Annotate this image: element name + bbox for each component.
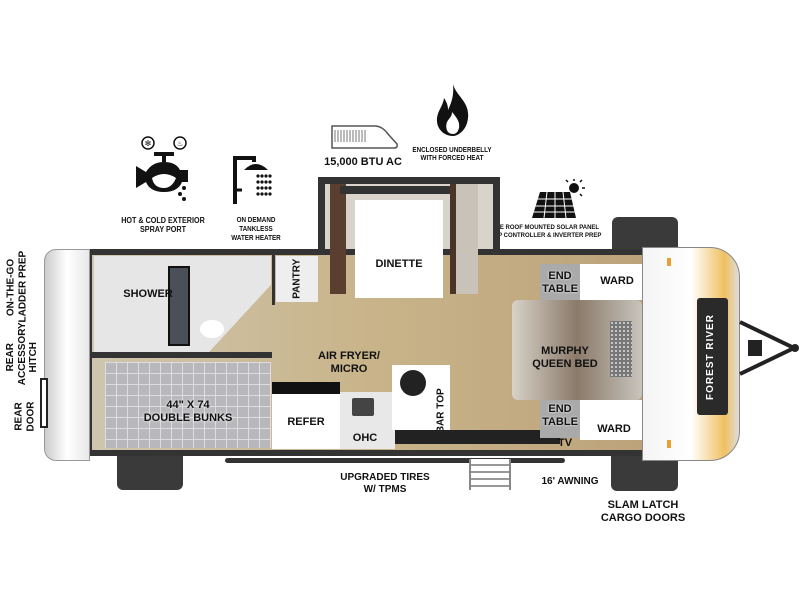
marker-light (667, 440, 671, 448)
front-cargo-door-top[interactable] (612, 217, 678, 252)
wardrobe-top[interactable] (580, 264, 642, 300)
ac-label: 15,000 BTU AC (324, 156, 402, 168)
vent (610, 321, 632, 377)
entry-steps[interactable] (469, 459, 511, 490)
refrigerator[interactable] (272, 394, 340, 449)
shower-glass (168, 266, 190, 346)
ohc-label: OHC (352, 432, 378, 444)
brand-logo: FOREST RIVER (705, 314, 716, 400)
air-fryer-label: AIR FRYER/MICRO (318, 350, 380, 375)
dinette-bench-right (450, 184, 478, 294)
dinette-table (355, 200, 443, 298)
awning-rail (225, 458, 565, 463)
ward-bottom-label: WARD (597, 423, 631, 435)
cabinet-row (395, 430, 560, 444)
rear-cap (44, 249, 90, 461)
spray-port-icon: ✻ ♨ (136, 136, 188, 201)
dinette-window (340, 186, 450, 194)
shower-label: SHOWER (123, 288, 173, 300)
brand-badge (697, 298, 728, 415)
tv-label: TV (557, 437, 573, 449)
dinette-label: DINETTE (375, 258, 423, 270)
bar-top-label: BAR TOP (435, 388, 447, 434)
wardrobe-bottom[interactable] (580, 400, 642, 440)
flame-icon (436, 84, 469, 136)
refer-top (272, 382, 340, 394)
ward-top-label: WARD (600, 275, 634, 287)
end-table-bottom (540, 400, 580, 438)
double-bunks (105, 362, 271, 448)
refer-label: REFER (287, 416, 325, 428)
pantry-label: PANTRY (291, 258, 303, 299)
svg-text:✻: ✻ (145, 139, 152, 148)
toilet (200, 320, 224, 338)
pantry[interactable] (276, 256, 318, 302)
rear-wheel (117, 455, 183, 490)
end-table-top (540, 264, 580, 300)
dinette-bench-left (330, 184, 346, 294)
rear-door-handle[interactable] (40, 378, 48, 428)
cooktop (352, 398, 374, 416)
shower-icon (233, 156, 272, 204)
tongue-hitch-icon (739, 320, 799, 376)
sink-icon (400, 370, 426, 396)
bunk-wall (92, 352, 272, 358)
solar-panel-icon (532, 179, 585, 219)
pantry-wall (272, 255, 275, 305)
marker-light (667, 258, 671, 266)
ac-unit-icon (331, 125, 398, 149)
front-cargo-door-bottom[interactable] (611, 455, 678, 491)
awning-label: 16' AWNING (541, 476, 599, 487)
svg-text:♨: ♨ (177, 140, 183, 148)
